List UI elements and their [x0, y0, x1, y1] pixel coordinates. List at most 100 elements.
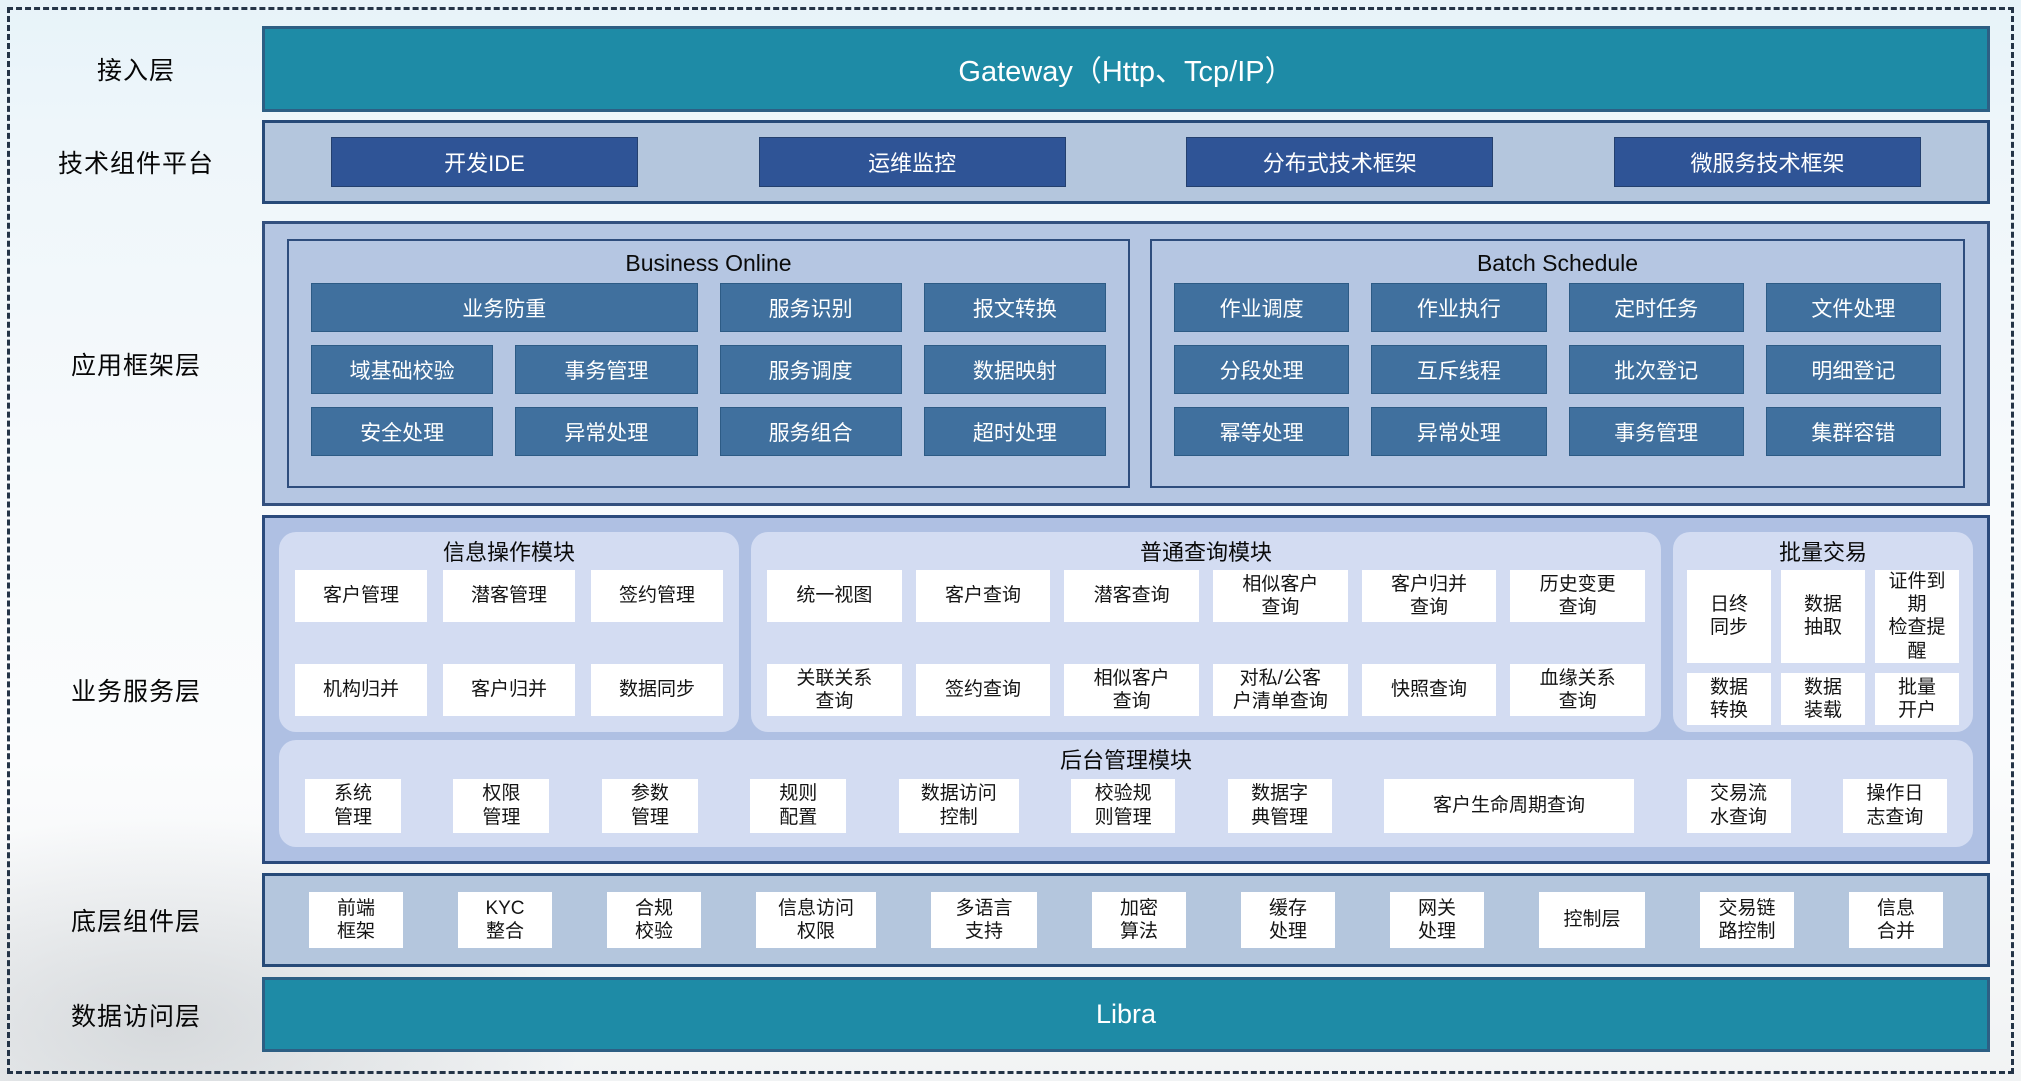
block-data-dictionary-mgmt: 数据字 典管理	[1227, 778, 1332, 833]
block-mutex-threads: 互斥线程	[1371, 345, 1547, 394]
tech-block-microservice-framework: 微服务技术框架	[1613, 137, 1921, 187]
block-eod-sync: 日终 同步	[1687, 570, 1771, 663]
block-org-merge: 机构归并	[295, 664, 427, 716]
block-batch-registration: 批次登记	[1568, 345, 1744, 394]
block-parameter-mgmt: 参数 管理	[601, 778, 698, 833]
block-timed-tasks: 定时任务	[1568, 283, 1744, 332]
module-batch-trade: 批量交易 日终 同步 数据 抽取 证件到期 检查提醒 数据 转换 数据 装载 批…	[1673, 532, 1973, 732]
block-job-scheduling: 作业调度	[1174, 283, 1350, 332]
block-data-load: 数据 装载	[1781, 672, 1865, 725]
block-customer-lifecycle-query: 客户生命周期查询	[1384, 778, 1635, 833]
layer-label-business-services: 业务服务层	[70, 677, 201, 706]
tech-platform-row: 技术组件平台 开发IDE 运维监控 分布式技术框架 微服务技术框架	[10, 120, 1990, 204]
block-prospect-query: 潜客查询	[1064, 570, 1199, 622]
block-customer-list-query: 对私/公客 户清单查询	[1213, 664, 1348, 716]
block-detail-registration: 明细登记	[1765, 345, 1941, 394]
data-access-row: 数据访问层 Libra	[10, 977, 1990, 1052]
block-multilanguage-support: 多语言 支持	[931, 892, 1037, 948]
access-layer-row: 接入层 Gateway（Http、Tcp/IP）	[10, 26, 1990, 112]
tech-block-dev-ide: 开发IDE	[331, 137, 638, 187]
block-rule-config: 规则 配置	[750, 778, 847, 833]
block-customer-merge: 客户归并	[443, 664, 575, 716]
block-transaction-mgmt: 事务管理	[515, 345, 698, 394]
base-components-container: 前端 框架 KYC 整合 合规 校验 信息访问 权限 多语言 支持 加密 算法 …	[262, 873, 1990, 967]
info-operations-grid: 客户管理 潜客管理 签约管理 机构归并 客户归并 数据同步	[295, 570, 723, 716]
services-top-modules: 信息操作模块 客户管理 潜客管理 签约管理 机构归并 客户归并 数据同步 普通查…	[279, 532, 1973, 732]
app-framework-row: 应用框架层 Business Online 业务防重 服务识别 报文转换 域基础…	[10, 221, 1990, 506]
backend-admin-grid: 系统 管理 权限 管理 参数 管理 规则 配置 数据访问 控制 校验规 则管理 …	[305, 778, 1947, 847]
block-customer-query: 客户查询	[915, 570, 1051, 622]
block-transaction-link-control: 交易链 路控制	[1700, 892, 1794, 948]
app-framework-container: Business Online 业务防重 服务识别 报文转换 域基础校验 事务管…	[262, 221, 1990, 506]
block-prospect-mgmt: 潜客管理	[443, 570, 575, 622]
block-unified-view: 统一视图	[767, 570, 902, 622]
panel-title-business-online: Business Online	[625, 250, 792, 276]
gateway-bar: Gateway（Http、Tcp/IP）	[262, 26, 1990, 112]
block-timeout-handling: 超时处理	[923, 407, 1106, 456]
business-online-grid: 业务防重 服务识别 报文转换 域基础校验 事务管理 服务调度 数据映射 安全处理…	[311, 283, 1106, 456]
module-backend-admin: 后台管理模块 系统 管理 权限 管理 参数 管理 规则 配置 数据访问 控制 校…	[279, 740, 1973, 847]
block-customer-merge-query: 客户归并 查询	[1361, 570, 1497, 622]
module-general-query: 普通查询模块 统一视图 客户查询 潜客查询 相似客户 查询 客户归并 查询 历史…	[751, 532, 1661, 732]
block-data-sync: 数据同步	[591, 664, 723, 716]
block-id-expiry-reminder: 证件到期 检查提醒	[1875, 570, 1959, 663]
block-relationship-query: 关联关系 查询	[767, 664, 902, 716]
block-data-mapping: 数据映射	[923, 345, 1106, 394]
block-domain-validation: 域基础校验	[311, 345, 494, 394]
block-cluster-fault-tolerance: 集群容错	[1765, 407, 1941, 456]
block-service-dispatch: 服务调度	[719, 345, 902, 394]
block-exception-handling-bo: 异常处理	[515, 407, 698, 456]
block-security-handling: 安全处理	[311, 407, 494, 456]
block-dedup: 业务防重	[311, 283, 698, 332]
general-query-grid: 统一视图 客户查询 潜客查询 相似客户 查询 客户归并 查询 历史变更 查询 关…	[767, 570, 1645, 716]
block-batch-account-open: 批量 开户	[1875, 672, 1959, 725]
block-frontend-framework: 前端 框架	[309, 892, 403, 948]
block-gateway-handling: 网关 处理	[1390, 892, 1484, 948]
block-data-transform: 数据 转换	[1687, 672, 1771, 725]
tech-platform-container: 开发IDE 运维监控 分布式技术框架 微服务技术框架	[262, 120, 1990, 204]
block-transaction-flow-query: 交易流 水查询	[1686, 778, 1791, 833]
business-services-row: 业务服务层 信息操作模块 客户管理 潜客管理 签约管理 机构归并 客户归并 数据…	[10, 515, 1990, 864]
block-validation-rule-mgmt: 校验规 则管理	[1071, 778, 1176, 833]
block-encryption-algorithm: 加密 算法	[1092, 892, 1186, 948]
batch-schedule-grid: 作业调度 作业执行 定时任务 文件处理 分段处理 互斥线程 批次登记 明细登记 …	[1174, 283, 1941, 456]
block-kyc-integration: KYC 整合	[458, 892, 552, 948]
module-title-info-operations: 信息操作模块	[442, 540, 575, 565]
batch-trade-grid: 日终 同步 数据 抽取 证件到期 检查提醒 数据 转换 数据 装载 批量 开户	[1687, 570, 1959, 725]
block-idempotent-processing: 幂等处理	[1174, 407, 1350, 456]
block-customer-mgmt: 客户管理	[295, 570, 427, 622]
block-job-execution: 作业执行	[1371, 283, 1547, 332]
panel-business-online: Business Online 业务防重 服务识别 报文转换 域基础校验 事务管…	[287, 239, 1130, 488]
tech-block-distributed-framework: 分布式技术框架	[1186, 137, 1494, 187]
module-title-general-query: 普通查询模块	[1139, 540, 1272, 565]
block-cache-handling: 缓存 处理	[1241, 892, 1335, 948]
block-file-processing: 文件处理	[1765, 283, 1941, 332]
block-data-extract: 数据 抽取	[1781, 570, 1865, 663]
block-service-identify: 服务识别	[719, 283, 902, 332]
panel-batch-schedule: Batch Schedule 作业调度 作业执行 定时任务 文件处理 分段处理 …	[1150, 239, 1965, 488]
layer-label-app-framework: 应用框架层	[70, 351, 201, 380]
panel-title-batch-schedule: Batch Schedule	[1476, 250, 1639, 276]
layer-label-access: 接入层	[96, 57, 175, 85]
block-exception-handling-bs: 异常处理	[1371, 407, 1547, 456]
block-system-mgmt: 系统 管理	[305, 778, 401, 833]
module-title-batch-trade: 批量交易	[1778, 540, 1867, 565]
block-service-composition: 服务组合	[719, 407, 902, 456]
business-services-container: 信息操作模块 客户管理 潜客管理 签约管理 机构归并 客户归并 数据同步 普通查…	[262, 515, 1990, 864]
block-control-layer: 控制层	[1539, 892, 1645, 948]
module-title-backend-admin: 后台管理模块	[1059, 748, 1192, 773]
block-data-access-control: 数据访问 控制	[898, 778, 1019, 833]
block-operation-log-query: 操作日 志查询	[1842, 778, 1947, 833]
block-permission-mgmt: 权限 管理	[453, 778, 550, 833]
tech-block-ops-monitor: 运维监控	[758, 137, 1066, 187]
layer-label-base-components: 底层组件层	[70, 908, 201, 936]
block-lineage-query: 血缘关系 查询	[1510, 664, 1645, 716]
block-contract-query: 签约查询	[915, 664, 1051, 716]
block-message-transform: 报文转换	[923, 283, 1106, 332]
block-snapshot-query: 快照查询	[1361, 664, 1497, 716]
block-history-change-query: 历史变更 查询	[1510, 570, 1645, 622]
block-transaction-mgmt-bs: 事务管理	[1568, 407, 1744, 456]
base-components-row: 底层组件层 前端 框架 KYC 整合 合规 校验 信息访问 权限 多语言 支持 …	[10, 873, 1990, 967]
